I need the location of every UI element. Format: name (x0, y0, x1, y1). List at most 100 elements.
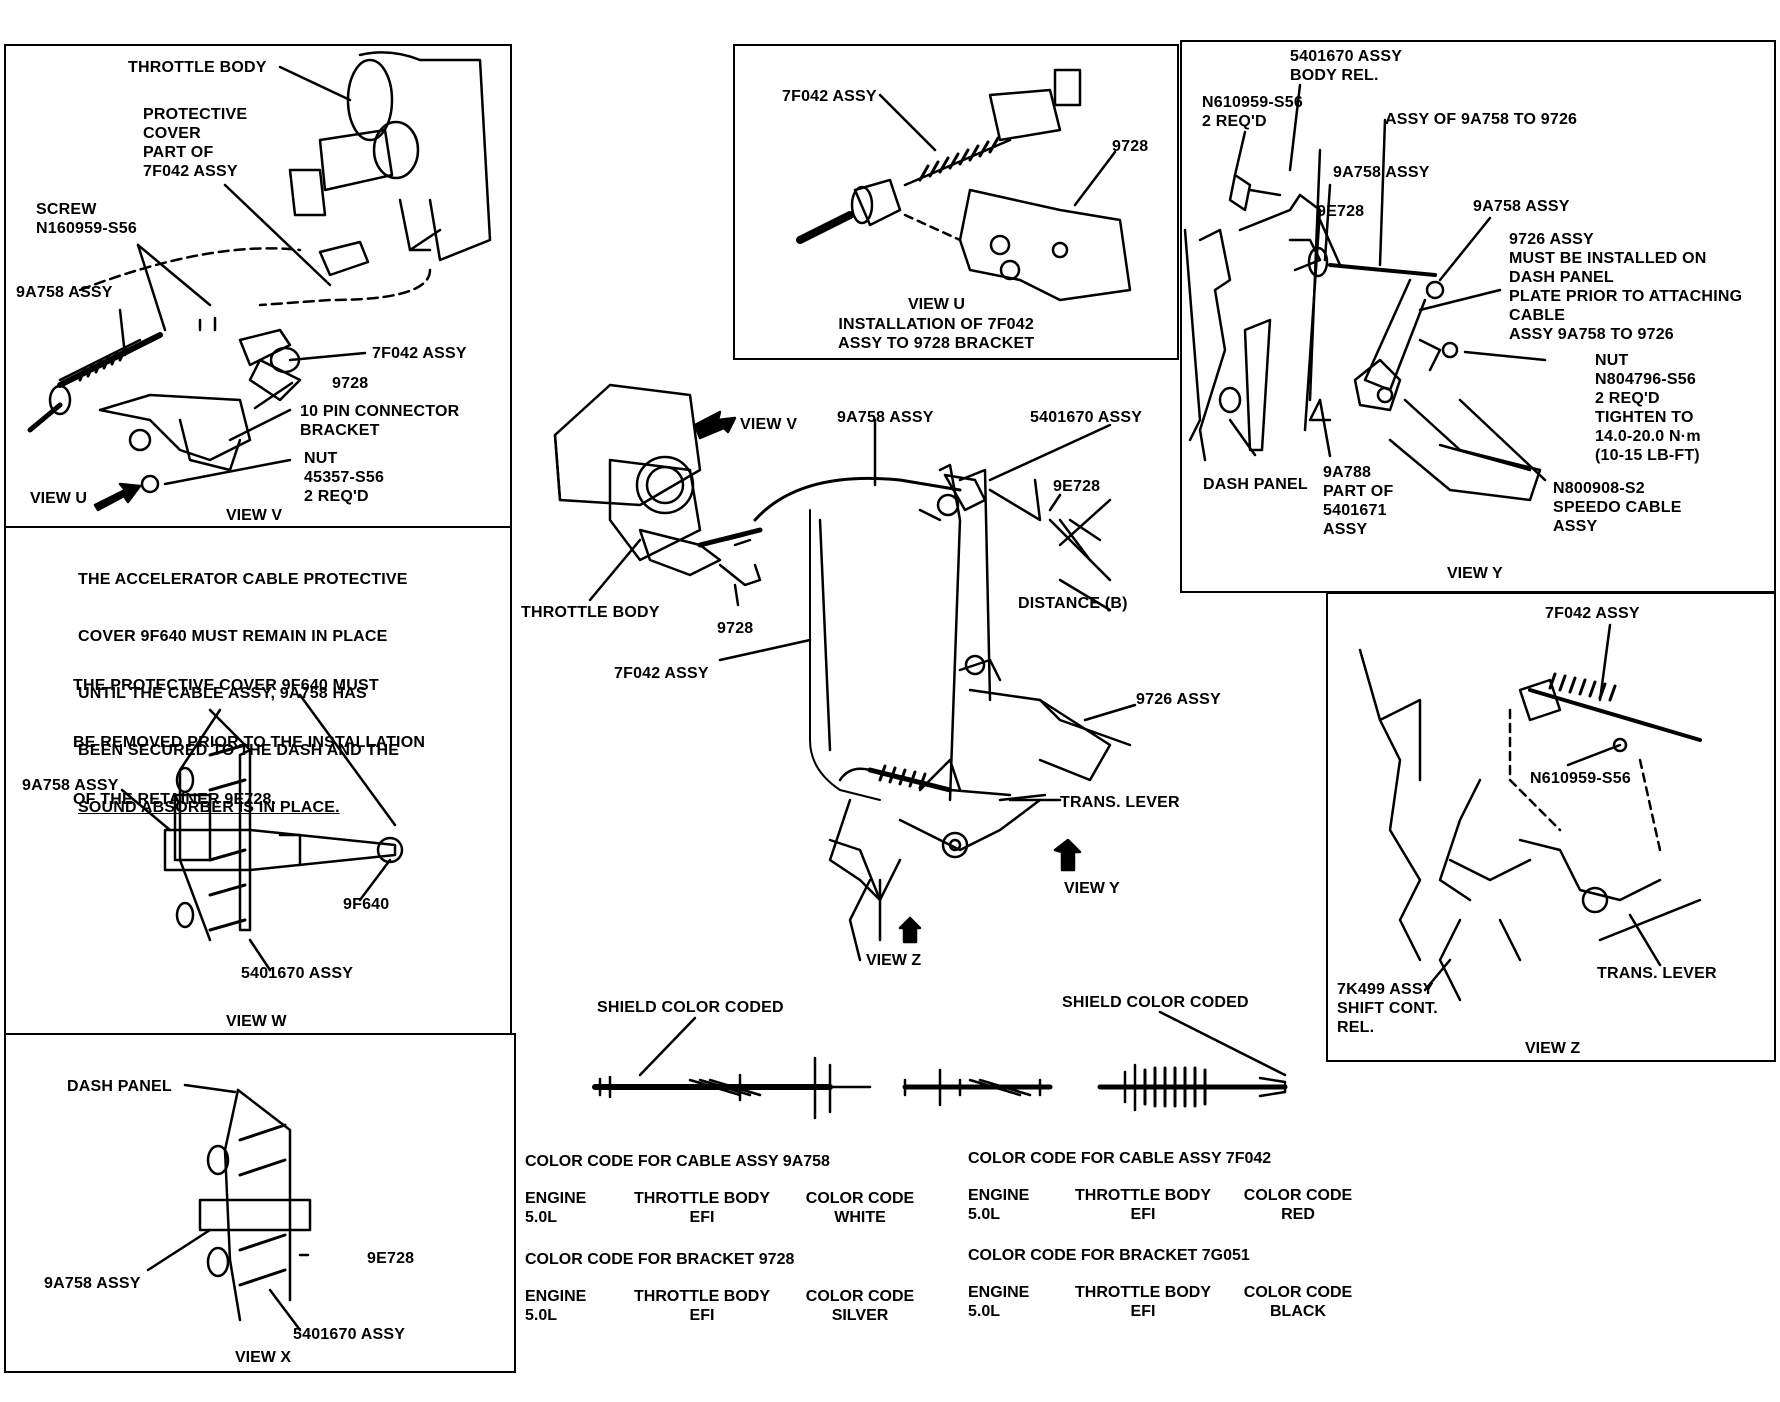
v-9a758-label: 9A758 ASSY (16, 284, 113, 301)
view-z-drawing (1358, 623, 1702, 1002)
table-cell-throttle-body: EFI (1130, 1206, 1156, 1223)
view-u-drawing (796, 68, 1132, 302)
v-connector-label: 10 PIN CONNECTOR BRACKET (300, 403, 460, 439)
x-9e728-label: 9E728 (367, 1250, 415, 1267)
table-cell-throttle-body: EFI (689, 1307, 715, 1324)
z-n610959-label: N610959-S56 (1530, 770, 1631, 787)
v-7f042-label: 7F042 ASSY (372, 345, 467, 362)
view-z-panel (1326, 592, 1776, 1062)
w-9a758-label: 9A758 ASSY (22, 777, 119, 794)
w-note-2-line-1: THE PROTECTIVE COVER 9F640 MUST (73, 677, 379, 694)
table-header-color-code: COLOR CODE (805, 1190, 915, 1207)
y-9a788-label: 9A788 PART OF 5401671 ASSY (1323, 464, 1394, 538)
table-cell-engine: 5.0L (525, 1209, 558, 1226)
y-9726-note: 9726 ASSY MUST BE INSTALLED ON DASH PANE… (1509, 231, 1743, 343)
table-header-color-code: COLOR CODE (1243, 1284, 1353, 1301)
y-9a758-label-2: 9A758 ASSY (1473, 198, 1570, 215)
main-5401670-label: 5401670 ASSY (1030, 409, 1143, 426)
table-cell-color-code: RED (1281, 1206, 1315, 1223)
table-title: COLOR CODE FOR CABLE ASSY 9A758 (525, 1153, 830, 1170)
view-y-title: VIEW Y (1447, 565, 1503, 582)
main-shield-label-1: SHIELD COLOR CODED (597, 999, 784, 1016)
table-cell-engine: 5.0L (968, 1206, 1001, 1223)
table-title: COLOR CODE FOR BRACKET 9728 (525, 1251, 795, 1268)
z-7f042-label: 7F042 ASSY (1545, 605, 1640, 622)
table-cell-engine: 5.0L (968, 1303, 1001, 1320)
table-cell-color-code: WHITE (834, 1209, 886, 1226)
view-u-title: VIEW U (908, 296, 965, 313)
color-code-table-7g051: COLOR CODE FOR BRACKET 7G051 ENGINE THRO… (968, 1246, 1388, 1326)
w-note-2: THE PROTECTIVE COVER 9F640 MUST BE REMOV… (73, 638, 425, 828)
main-view-v-label: VIEW V (740, 416, 798, 433)
table-header-engine: ENGINE (968, 1284, 1030, 1301)
table-header-engine: ENGINE (525, 1190, 587, 1207)
y-dash-panel-label: DASH PANEL (1203, 476, 1308, 493)
y-assy-of-label: ASSY OF 9A758 TO 9726 (1385, 111, 1578, 128)
w-note-2-line-3: OF THE RETAINER 9E728. (73, 791, 277, 808)
w-note-1-line-3: UNTIL THE CABLE ASSY, 9A758 HAS (78, 685, 367, 702)
table-header-engine: ENGINE (968, 1187, 1030, 1204)
table-cell-color-code: BLACK (1270, 1303, 1326, 1320)
y-n610959-label: N610959-S56 2 REQ'D (1202, 94, 1303, 130)
color-code-table-7f042: COLOR CODE FOR CABLE ASSY 7F042 ENGINE T… (968, 1149, 1388, 1229)
x-9a758-label: 9A758 ASSY (44, 1275, 141, 1292)
table-header-throttle-body: THROTTLE BODY (1075, 1187, 1211, 1204)
w-note-1-line-4: BEEN SECURED TO THE DASH AND THE (78, 742, 400, 759)
main-distance-label: DISTANCE (B) (1018, 595, 1128, 612)
main-throttle-body-label: THROTTLE BODY (521, 604, 660, 621)
u-caption: INSTALLATION OF 7F042 ASSY TO 9728 BRACK… (838, 316, 1035, 352)
w-5401670-label: 5401670 ASSY (241, 965, 354, 982)
w-note-1-line-5: SOUND ABSORBER IS IN PLACE. (78, 799, 340, 816)
table-cell-throttle-body: EFI (689, 1209, 715, 1226)
view-z-title: VIEW Z (1525, 1040, 1581, 1057)
v-throttle-body-label: THROTTLE BODY (128, 59, 267, 76)
table-cell-throttle-body: EFI (1130, 1303, 1156, 1320)
view-y-drawing (1183, 83, 1547, 502)
main-9728-label: 9728 (717, 620, 754, 637)
table-header-throttle-body: THROTTLE BODY (634, 1288, 770, 1305)
main-drawing (553, 383, 1137, 962)
y-nut-label: NUT N804796-S56 2 REQ'D TIGHTEN TO 14.0-… (1595, 352, 1701, 464)
view-x-drawing (146, 1083, 312, 1332)
v-view-u-reference: VIEW U (30, 490, 87, 507)
w-9f640-label: 9F640 (343, 896, 390, 913)
view-v-drawing (27, 51, 492, 512)
x-dash-panel-label: DASH PANEL (67, 1078, 172, 1095)
v-9728-label: 9728 (332, 375, 369, 392)
main-9e728-label: 9E728 (1053, 478, 1101, 495)
view-x-panel (4, 1033, 516, 1373)
x-5401670-label: 5401670 ASSY (293, 1326, 406, 1343)
v-nut-label: NUT 45357-S56 2 REQ'D (304, 450, 385, 505)
main-7f042-label: 7F042 ASSY (614, 665, 709, 682)
table-header-engine: ENGINE (525, 1288, 587, 1305)
table-header-color-code: COLOR CODE (805, 1288, 915, 1305)
view-u-panel (733, 44, 1179, 360)
table-title: COLOR CODE FOR CABLE ASSY 7F042 (968, 1150, 1272, 1167)
table-header-throttle-body: THROTTLE BODY (634, 1190, 770, 1207)
main-trans-lever-label: TRANS. LEVER (1060, 794, 1180, 811)
u-7f042-label: 7F042 ASSY (782, 88, 877, 105)
w-note-1-line-2: COVER 9F640 MUST REMAIN IN PLACE (78, 628, 388, 645)
view-w-title: VIEW W (226, 1013, 287, 1030)
table-header-throttle-body: THROTTLE BODY (1075, 1284, 1211, 1301)
v-protective-cover-label: PROTECTIVE COVER PART OF 7F042 ASSY (143, 106, 248, 180)
view-x-title: VIEW X (235, 1349, 292, 1366)
w-note-2-line-2: BE REMOVED PRIOR TO THE INSTALLATION (73, 734, 426, 751)
y-body-rel-label: 5401670 ASSY BODY REL. (1290, 48, 1403, 84)
z-trans-lever-label: TRANS. LEVER (1597, 965, 1717, 982)
view-v-title: VIEW V (226, 507, 283, 524)
main-9726-label: 9726 ASSY (1136, 691, 1221, 708)
v-screw-label: SCREW N160959-S56 (36, 201, 137, 237)
table-header-color-code: COLOR CODE (1243, 1187, 1353, 1204)
cables-drawing (592, 1010, 1288, 1120)
view-w-drawing (120, 693, 404, 972)
color-code-table-9a758: COLOR CODE FOR CABLE ASSY 9A758 ENGINE T… (525, 1152, 945, 1232)
w-note-1: THE ACCELERATOR CABLE PROTECTIVE COVER 9… (78, 532, 408, 836)
main-shield-label-2: SHIELD COLOR CODED (1062, 994, 1249, 1011)
w-note-1-line-1: THE ACCELERATOR CABLE PROTECTIVE (78, 571, 408, 588)
main-view-y-label: VIEW Y (1064, 880, 1120, 897)
y-9e728-label: 9E728 (1317, 203, 1365, 220)
y-9a758-label-1: 9A758 ASSY (1333, 164, 1430, 181)
main-view-z-label: VIEW Z (866, 952, 922, 969)
